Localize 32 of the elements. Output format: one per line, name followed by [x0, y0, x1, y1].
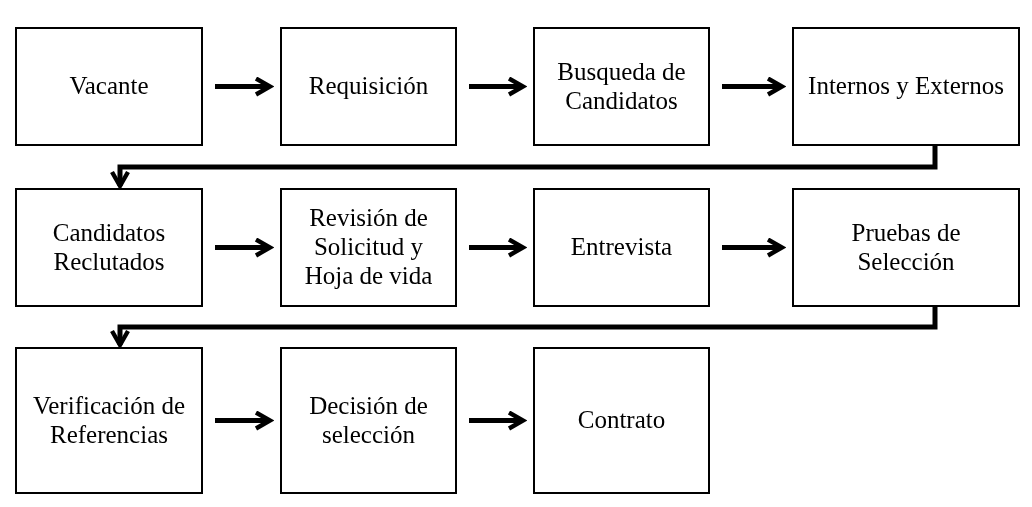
- step-label: Internos y Externos: [807, 72, 1005, 101]
- step-label: Vacante: [68, 72, 150, 101]
- process-box: [280, 347, 457, 494]
- process-box: [792, 188, 1020, 307]
- arrow: [469, 410, 526, 431]
- arrow: [469, 76, 526, 97]
- step-label: Candidatos Reclutados: [51, 218, 167, 277]
- arrow: [109, 146, 938, 189]
- arrow: [722, 237, 785, 258]
- process-box: [533, 188, 710, 307]
- process-box: [280, 27, 457, 146]
- process-box: [15, 347, 203, 494]
- process-box: [15, 27, 203, 146]
- step-label: Revisión de Solicitud y Hoja de vida: [303, 204, 434, 291]
- process-box: [533, 27, 710, 146]
- process-box: [15, 188, 203, 307]
- step-label: Contrato: [576, 406, 667, 435]
- step-label: Pruebas de Selección: [850, 218, 962, 277]
- arrow: [722, 76, 785, 97]
- process-box: [280, 188, 457, 307]
- step-label: Requisición: [307, 72, 430, 101]
- process-box: [792, 27, 1020, 146]
- arrow: [109, 307, 938, 348]
- arrow: [215, 237, 273, 258]
- arrow: [215, 76, 273, 97]
- arrow: [215, 410, 273, 431]
- process-box: [533, 347, 710, 494]
- step-label: Entrevista: [569, 233, 674, 262]
- step-label: Decisión de selección: [308, 391, 429, 450]
- arrow: [469, 237, 526, 258]
- step-label: Verificación de Referencias: [32, 391, 186, 450]
- step-label: Busqueda de Candidatos: [556, 57, 687, 116]
